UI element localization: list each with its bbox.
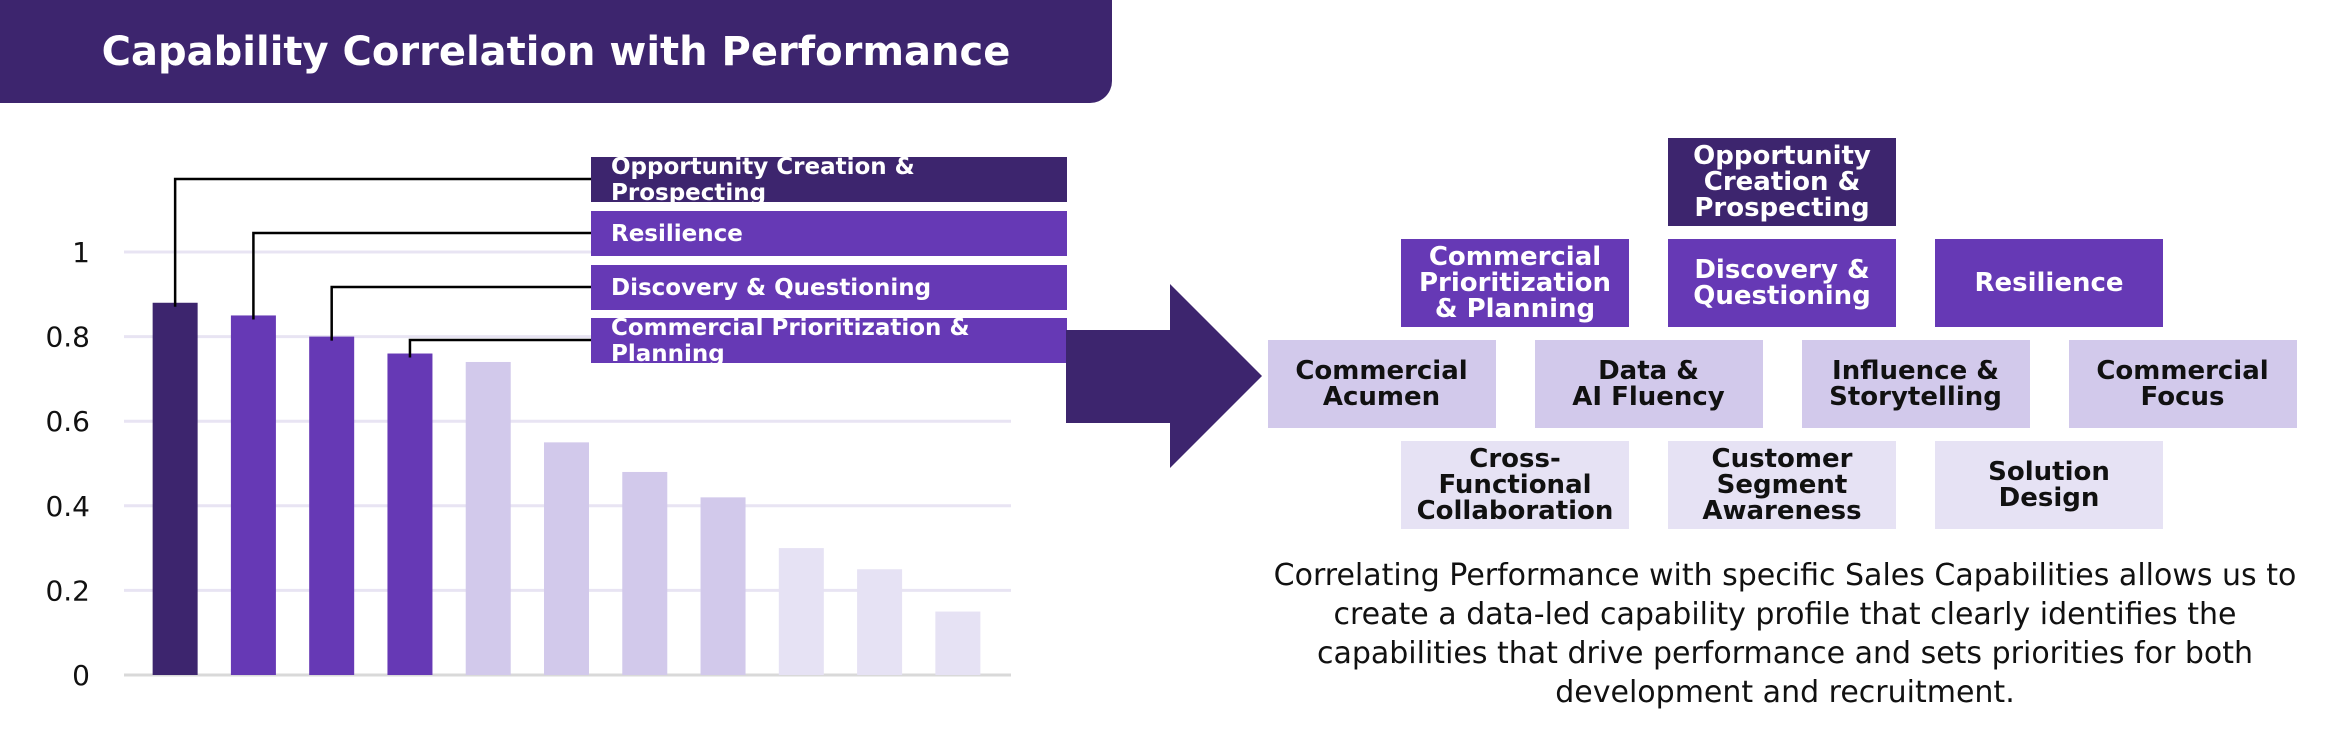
y-tick-label: 0.2 (45, 574, 90, 607)
bar (387, 353, 433, 675)
capability-box: Discovery & Questioning (1668, 239, 1896, 327)
y-tick-label: 1 (72, 236, 90, 269)
bar-annotation-label: Discovery & Questioning (591, 265, 1067, 310)
capability-box: Cross- Functional Collaboration (1401, 441, 1629, 529)
annotation-connector (173, 177, 591, 307)
bar (778, 548, 824, 675)
bar-annotation-label: Opportunity Creation & Prospecting (591, 154, 1067, 206)
y-tick-label: 0.4 (45, 490, 90, 523)
bar (857, 569, 903, 675)
capability-box: Opportunity Creation & Prospecting (1668, 138, 1896, 226)
capability-box: Customer Segment Awareness (1668, 441, 1896, 529)
bar (230, 315, 276, 675)
bar (309, 336, 355, 675)
bar (544, 442, 589, 675)
capability-box: Commercial Focus (2068, 340, 2297, 428)
annotation-connector (408, 338, 591, 358)
right-arrow-icon (1066, 284, 1262, 468)
y-tick-label: 0.6 (45, 405, 90, 438)
capability-box: Commercial Acumen (1267, 340, 1496, 428)
y-tick-label: 0 (72, 659, 90, 692)
bar (465, 361, 511, 675)
capability-box: Influence & Storytelling (1801, 340, 2030, 428)
capability-box: Data & AI Fluency (1534, 340, 1763, 428)
bar-annotation-label: Commercial Prioritization & Planning (591, 315, 1067, 367)
bar (622, 471, 668, 675)
annotation-connector (252, 231, 591, 320)
bar (935, 611, 981, 675)
y-tick-label: 0.8 (45, 321, 90, 354)
bar-chart: 0 0.2 0.4 0.6 0.8 1 (45, 177, 1011, 692)
capability-box: Commercial Prioritization & Planning (1401, 239, 1629, 327)
bar-annotation-label: Resilience (591, 211, 1067, 256)
bar (152, 302, 198, 675)
annotation-connector (330, 285, 591, 341)
chart-title-banner: Capability Correlation with Performance (0, 0, 1112, 103)
capability-box: Resilience (1935, 239, 2163, 327)
bar (700, 497, 746, 675)
capability-box: Solution Design (1935, 441, 2163, 529)
description-text: Correlating Performance with specific Sa… (1273, 558, 2297, 710)
chart-title: Capability Correlation with Performance (101, 28, 1011, 75)
